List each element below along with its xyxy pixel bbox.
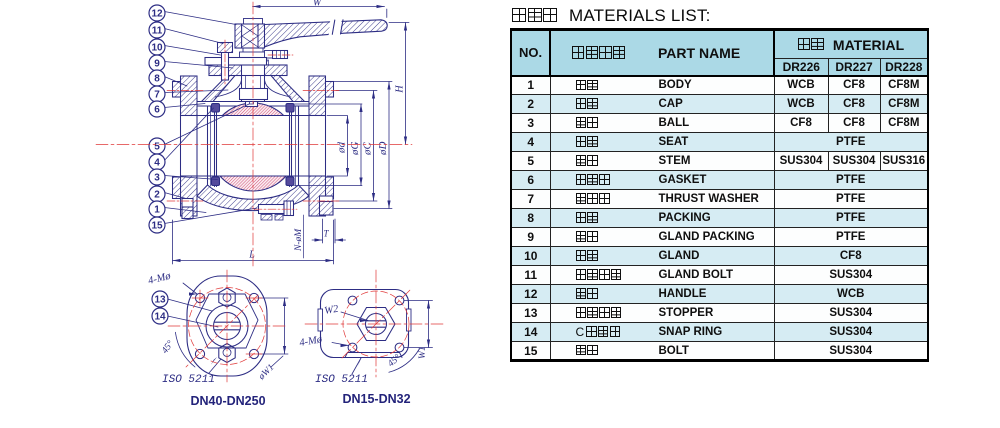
svg-text:2: 2 xyxy=(154,190,160,201)
svg-text:T: T xyxy=(323,229,329,239)
svg-text:11: 11 xyxy=(152,26,163,37)
svg-text:15: 15 xyxy=(151,221,163,232)
svg-text:øD: øD xyxy=(377,142,389,157)
svg-text:6: 6 xyxy=(154,105,160,116)
svg-text:13: 13 xyxy=(154,295,166,306)
svg-text:øG: øG xyxy=(349,142,361,157)
svg-text:L: L xyxy=(248,250,255,261)
svg-text:ISO 5211: ISO 5211 xyxy=(162,374,215,386)
svg-text:øW1: øW1 xyxy=(256,363,276,383)
svg-text:W2: W2 xyxy=(324,304,340,317)
svg-text:45°: 45° xyxy=(159,338,176,355)
svg-text:10: 10 xyxy=(151,43,163,54)
svg-text:H: H xyxy=(395,85,406,94)
svg-text:DN40-DN250: DN40-DN250 xyxy=(190,394,265,408)
svg-text:DN15-DN32: DN15-DN32 xyxy=(342,392,410,406)
svg-text:ISO 5211: ISO 5211 xyxy=(315,374,368,386)
svg-text:9: 9 xyxy=(154,59,160,70)
svg-text:5: 5 xyxy=(154,142,160,153)
svg-text:øC: øC xyxy=(362,142,374,157)
svg-text:W: W xyxy=(313,0,323,9)
svg-text:W1: W1 xyxy=(418,346,428,359)
svg-text:14: 14 xyxy=(154,312,166,323)
svg-text:3: 3 xyxy=(154,173,160,184)
svg-text:4-Mø: 4-Mø xyxy=(147,271,172,287)
svg-text:7: 7 xyxy=(154,90,160,101)
svg-text:ød: ød xyxy=(336,142,348,155)
svg-text:N-øM: N-øM xyxy=(294,228,304,252)
svg-text:4: 4 xyxy=(154,158,160,169)
svg-text:8: 8 xyxy=(154,74,160,85)
svg-text:1: 1 xyxy=(154,205,160,216)
svg-text:4-Mø: 4-Mø xyxy=(299,334,324,349)
svg-text:12: 12 xyxy=(151,9,163,20)
